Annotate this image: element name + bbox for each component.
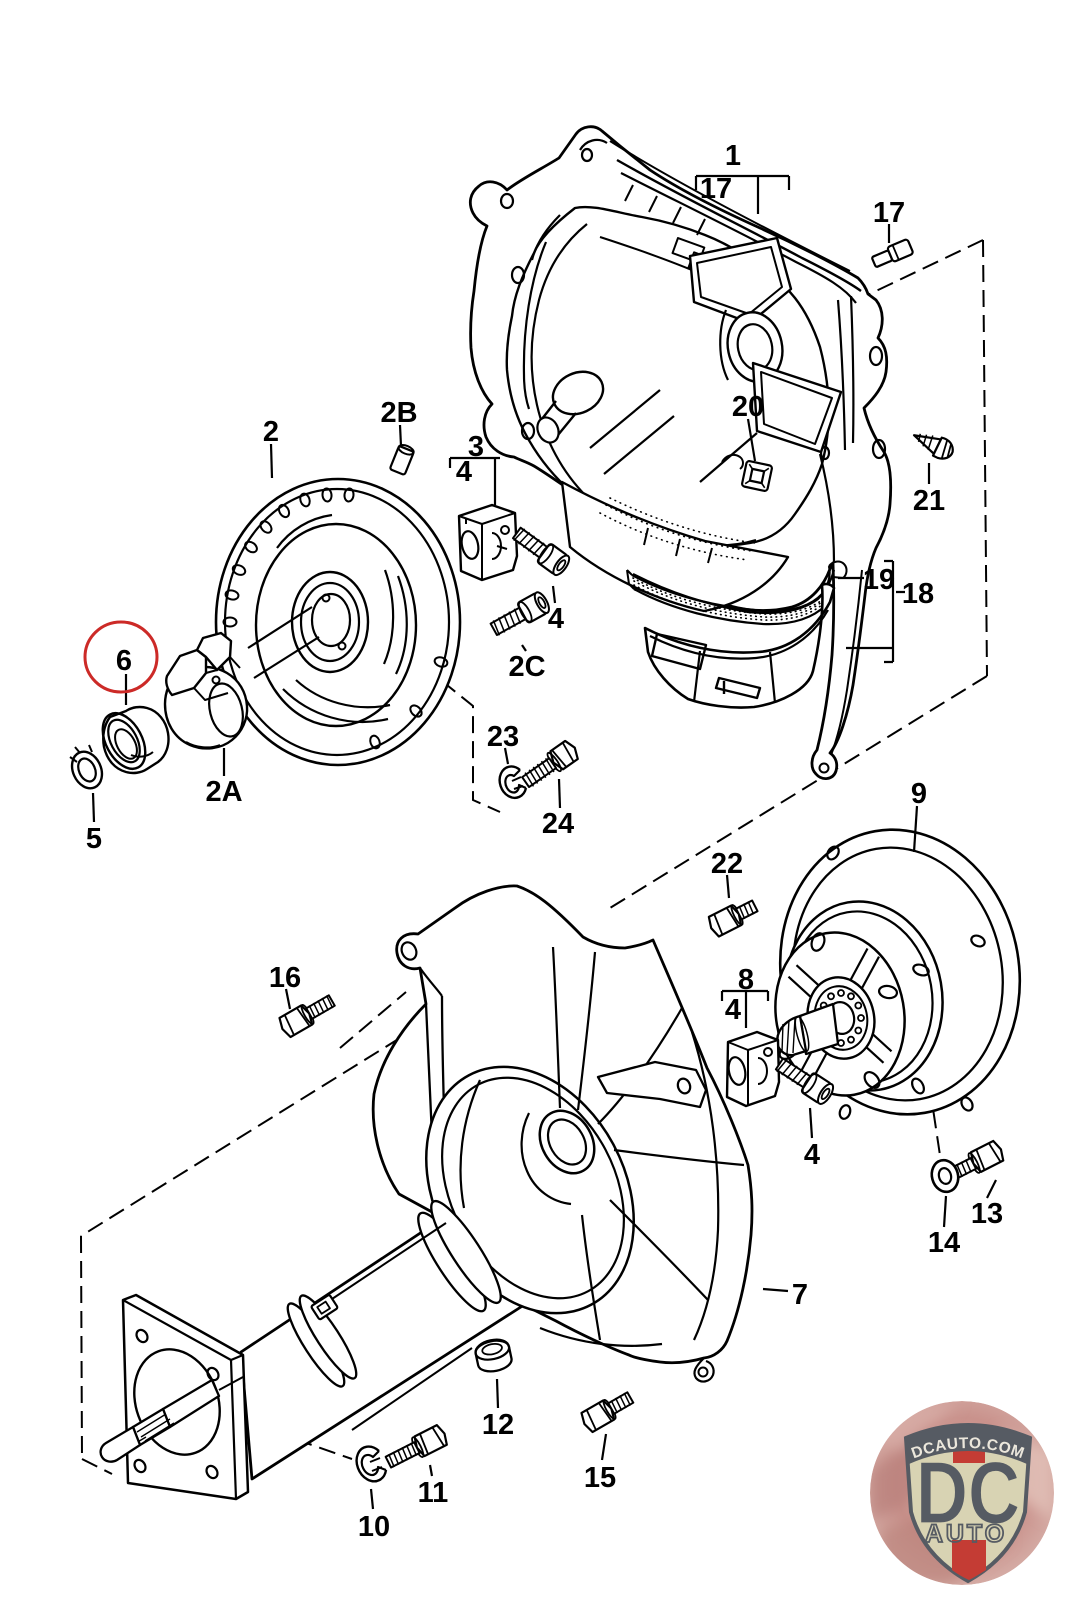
svg-text:9: 9 [911, 778, 927, 810]
svg-text:2: 2 [263, 416, 279, 448]
svg-text:10: 10 [358, 1511, 390, 1543]
svg-text:18: 18 [902, 578, 934, 610]
svg-text:2A: 2A [205, 776, 242, 808]
svg-text:4: 4 [548, 603, 564, 635]
svg-text:7: 7 [792, 1279, 808, 1311]
svg-text:4: 4 [725, 994, 741, 1026]
svg-text:17: 17 [700, 173, 732, 205]
svg-text:17: 17 [873, 197, 905, 229]
svg-text:16: 16 [269, 962, 301, 994]
svg-text:1: 1 [725, 140, 741, 172]
svg-text:DC: DC [916, 1444, 1020, 1542]
svg-text:13: 13 [971, 1198, 1003, 1230]
svg-text:15: 15 [584, 1462, 616, 1494]
svg-text:3: 3 [468, 431, 484, 463]
svg-text:20: 20 [732, 391, 764, 423]
svg-text:8: 8 [738, 964, 754, 996]
svg-text:24: 24 [542, 808, 574, 840]
svg-text:19: 19 [863, 564, 895, 596]
svg-text:12: 12 [482, 1409, 514, 1441]
svg-text:4: 4 [804, 1139, 820, 1171]
svg-text:14: 14 [928, 1227, 960, 1259]
svg-text:23: 23 [487, 721, 519, 753]
svg-text:22: 22 [711, 848, 743, 880]
svg-text:AUTO: AUTO [925, 1520, 1007, 1548]
svg-text:4: 4 [456, 456, 472, 488]
svg-text:11: 11 [418, 1477, 449, 1509]
svg-text:2B: 2B [380, 397, 417, 429]
svg-text:2C: 2C [508, 651, 545, 683]
svg-text:5: 5 [86, 823, 102, 855]
svg-text:6: 6 [116, 645, 132, 677]
svg-text:21: 21 [913, 485, 945, 517]
